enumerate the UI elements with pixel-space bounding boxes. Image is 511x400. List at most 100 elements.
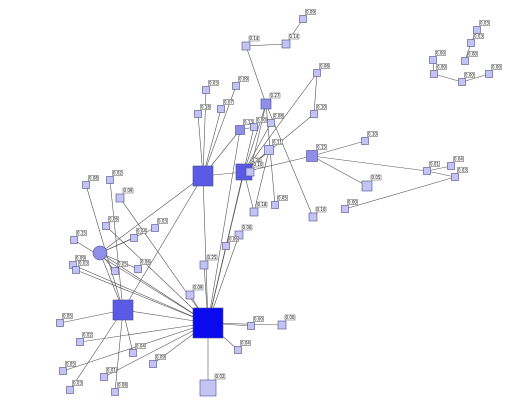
graph-node[interactable]: 0.03 [451, 167, 468, 181]
node-square[interactable] [235, 125, 245, 135]
graph-node[interactable]: 0.02 [106, 170, 123, 184]
graph-node[interactable]: 0.06 [134, 259, 151, 273]
node-square[interactable] [361, 137, 369, 145]
node-square[interactable] [151, 224, 159, 232]
node-square[interactable] [485, 70, 493, 78]
graph-node[interactable]: 0.04 [447, 156, 464, 170]
node-square[interactable] [281, 39, 291, 49]
node-square[interactable] [310, 110, 318, 118]
graph-node[interactable]: 0.14 [281, 33, 300, 49]
graph-node[interactable]: 0.18 [194, 104, 211, 118]
graph-node[interactable]: 0.15 [70, 230, 87, 244]
graph-node[interactable]: 0.09 [232, 76, 249, 90]
graph-node[interactable]: 0.08 [267, 113, 284, 127]
graph-node[interactable]: 0.01 [423, 161, 440, 175]
graph-node[interactable]: 0.09 [115, 187, 134, 203]
node-square[interactable] [458, 78, 466, 86]
node-square[interactable] [264, 145, 274, 155]
graph-node[interactable]: 0.04 [130, 228, 147, 242]
node-square[interactable] [194, 110, 202, 118]
node-square[interactable] [82, 181, 90, 189]
node-square[interactable] [473, 26, 481, 34]
graph-node[interactable]: 0.05 [361, 174, 382, 192]
graph-node[interactable]: 0.06 [234, 224, 253, 240]
graph-node[interactable] [192, 165, 214, 187]
node-square[interactable] [260, 98, 272, 110]
graph-node[interactable]: 0.08 [313, 63, 330, 77]
node-square[interactable] [267, 119, 275, 127]
node-square[interactable] [130, 234, 138, 242]
graph-node[interactable]: 0.03 [467, 33, 484, 47]
node-square[interactable] [361, 180, 373, 192]
graph-node[interactable]: 0.05 [271, 195, 288, 209]
node-square[interactable] [341, 205, 349, 213]
graph-node[interactable]: 0.02 [199, 373, 226, 397]
node-square[interactable] [111, 267, 119, 275]
node-square[interactable] [451, 173, 459, 181]
node-square[interactable] [70, 236, 78, 244]
node-square[interactable] [59, 367, 67, 375]
graph-node[interactable]: 0.11 [264, 139, 283, 155]
node-square[interactable] [115, 193, 125, 203]
node-square[interactable] [72, 266, 80, 274]
graph-node[interactable]: 0.09 [185, 284, 204, 300]
graph-node[interactable] [192, 307, 224, 339]
graph-node[interactable]: 0.07 [217, 99, 234, 113]
graph-node[interactable]: 0.00 [429, 50, 446, 64]
node-square[interactable] [232, 82, 240, 90]
graph-node[interactable]: 0.08 [82, 175, 99, 189]
node-square[interactable] [245, 167, 255, 177]
node-square[interactable] [202, 86, 210, 94]
node-square[interactable] [241, 41, 251, 51]
graph-node[interactable]: 0.06 [222, 236, 239, 250]
node-square[interactable] [112, 299, 134, 321]
node-circle[interactable] [92, 245, 108, 261]
graph-node[interactable]: 0.14 [241, 35, 260, 51]
node-square[interactable] [429, 56, 437, 64]
node-square[interactable] [106, 176, 114, 184]
graph-node[interactable]: 0.10 [308, 206, 327, 222]
graph-node[interactable]: 0.03 [473, 20, 490, 34]
graph-node[interactable] [92, 245, 108, 261]
node-square[interactable] [247, 322, 255, 330]
node-square[interactable] [299, 15, 307, 23]
node-square[interactable] [192, 307, 224, 339]
graph-node[interactable]: 0.15 [306, 144, 327, 162]
graph-node[interactable]: 0.09 [149, 354, 166, 368]
graph-node[interactable]: 0.00 [430, 64, 447, 78]
graph-node[interactable]: 0.05 [56, 313, 73, 327]
node-square[interactable] [149, 360, 157, 368]
node-square[interactable] [250, 123, 258, 131]
graph-node[interactable]: 0.03 [72, 260, 89, 274]
node-square[interactable] [129, 349, 137, 357]
node-square[interactable] [199, 379, 217, 397]
graph-node[interactable]: 0.13 [235, 119, 254, 135]
graph-node[interactable]: 0.10 [361, 131, 378, 145]
graph-node[interactable]: 0.08 [111, 382, 128, 396]
node-square[interactable] [56, 319, 64, 327]
node-square[interactable] [217, 105, 225, 113]
node-square[interactable] [430, 70, 438, 78]
graph-node[interactable]: 0.10 [310, 104, 327, 118]
node-square[interactable] [271, 201, 279, 209]
node-square[interactable] [234, 230, 244, 240]
node-square[interactable] [423, 167, 431, 175]
graph-node[interactable]: 0.03 [202, 80, 219, 94]
node-square[interactable] [199, 260, 209, 270]
node-square[interactable] [313, 69, 321, 77]
graph-node[interactable]: 0.06 [102, 216, 119, 230]
graph-node[interactable]: 0.01 [100, 367, 117, 381]
node-square[interactable] [234, 346, 242, 354]
node-square[interactable] [66, 386, 74, 394]
graph-node[interactable]: 0.18 [249, 201, 268, 217]
graph-node[interactable]: 0.02 [76, 332, 93, 346]
node-square[interactable] [100, 373, 108, 381]
node-square[interactable] [76, 338, 84, 346]
node-square[interactable] [134, 265, 142, 273]
graph-node[interactable]: 0.05 [59, 361, 76, 375]
graph-node[interactable]: 0.25 [199, 254, 218, 270]
graph-node[interactable]: 0.05 [111, 261, 128, 275]
node-square[interactable] [222, 242, 230, 250]
graph-node[interactable]: 0.00 [247, 316, 264, 330]
graph-node[interactable]: 0.04 [234, 340, 251, 354]
